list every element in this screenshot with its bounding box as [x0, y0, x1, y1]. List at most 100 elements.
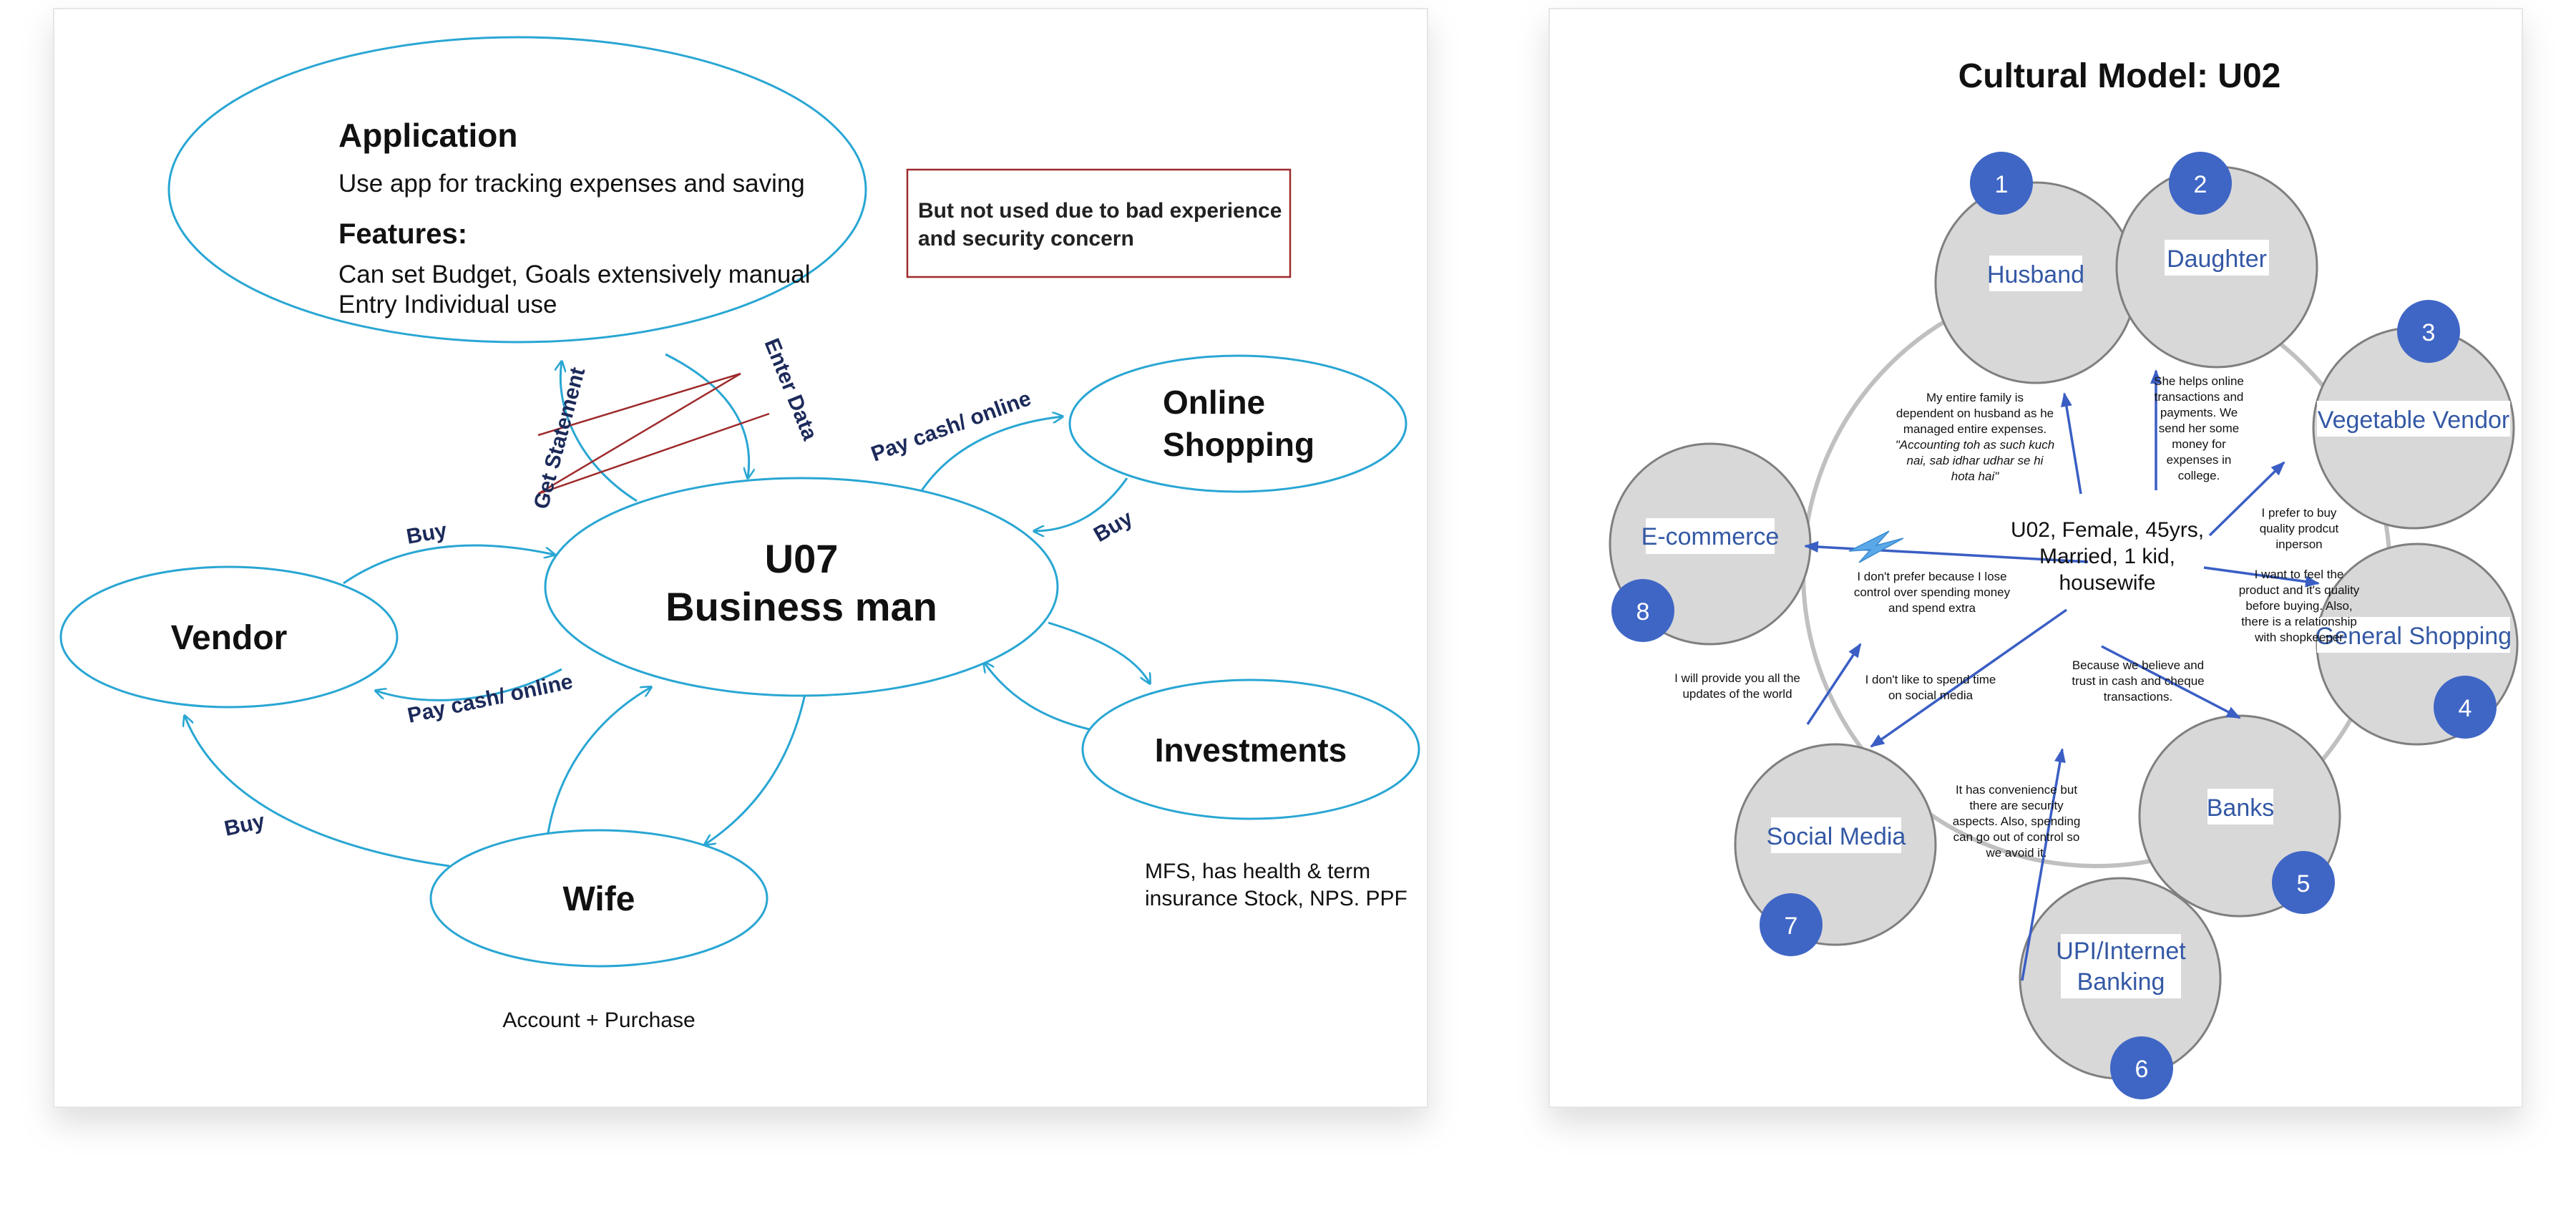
note-line2: and security concern — [918, 227, 1134, 251]
note-ecommerce: I don't prefer because I lose control ov… — [1854, 570, 2011, 615]
vegetable-vendor-label: Vegetable Vendor — [2318, 407, 2509, 434]
banks-label: Banks — [2207, 794, 2275, 822]
edge-from-investments — [984, 662, 1093, 731]
arrow-ecommerce — [1804, 541, 2089, 563]
edge-vendor-buy — [343, 544, 555, 585]
note-vegetable: I prefer to buy quality prodcut inperson — [2260, 506, 2339, 551]
vendor-node: Vendor — [59, 565, 399, 709]
center-node: U07 Business man — [544, 477, 1059, 697]
investments-label: Investments — [1155, 731, 1347, 769]
edge-get-statement — [560, 361, 638, 502]
online-label-line2: Shopping — [1163, 426, 1314, 463]
note-line1: But not used due to bad experience — [918, 199, 1282, 223]
note-upi-line: It has convenience but — [1956, 783, 2077, 797]
edge-wife-vendor — [185, 716, 450, 867]
upi-label-line1: UPI/Internet — [2056, 938, 2186, 965]
note-vegetable-line: I prefer to buy — [2262, 506, 2337, 520]
note-daughter-line: college. — [2178, 469, 2220, 482]
cultural-title: Cultural Model: U02 — [1958, 57, 2281, 95]
features-line1: Can set Budget, Goals extensively manual — [338, 261, 811, 288]
note-general-line: there is a relationship — [2241, 615, 2357, 628]
investments-note-line2: insurance Stock, NPS. PPF — [1145, 887, 1407, 910]
badge-8: 8 — [1636, 598, 1650, 626]
note-daughter-line: send her some — [2159, 422, 2239, 435]
center-line1: U07 — [765, 536, 839, 581]
wife-node: Wife — [429, 829, 769, 968]
note-social-self-line: I don't like to spend time — [1865, 673, 1996, 686]
note-general: I want to feel the product and it's qual… — [2239, 568, 2360, 644]
badge-7: 7 — [1785, 913, 1798, 940]
note-vegetable-line: inperson — [2275, 538, 2322, 551]
edge-to-wife — [705, 694, 806, 845]
arrow-general — [2203, 566, 2320, 588]
u02-line3: housewife — [2059, 571, 2155, 595]
badge-5: 5 — [2297, 870, 2311, 898]
lightning-icon — [1848, 530, 1904, 563]
wife-note: Account + Purchase — [502, 1008, 695, 1032]
note-social-node-line: I will provide you all the — [1674, 671, 1800, 685]
arrow-vegetable — [2208, 461, 2285, 537]
note-upi-line: can go out of control so — [1953, 830, 2080, 844]
upi-label-line2: Banking — [2077, 968, 2165, 996]
note-upi-line: we avoid it. — [1985, 846, 2046, 860]
arrow-banks — [2101, 645, 2241, 719]
ecommerce-label: E-commerce — [1641, 523, 1780, 550]
u02-line1: U02, Female, 45yrs, — [2011, 518, 2204, 542]
note-banks-line: Because we believe and — [2072, 658, 2204, 672]
left-notes: MFS, has health & term insurance Stock, … — [502, 860, 1407, 1032]
note-box: But not used due to bad experience and s… — [906, 168, 1292, 278]
badge-1: 1 — [1995, 171, 2009, 198]
general-shopping-label: General Shopping — [2316, 623, 2512, 650]
application-title: Application — [338, 117, 517, 154]
husband-label: Husband — [1987, 261, 2084, 288]
right-arrows — [1804, 369, 2320, 981]
note-social-self-line: on social media — [1888, 689, 1974, 702]
application-line1: Use app for tracking expenses and saving — [338, 170, 805, 198]
red-scribble — [537, 372, 770, 495]
u02-line2: Married, 1 kid, — [2039, 545, 2175, 568]
note-banks-line: transactions. — [2104, 690, 2172, 704]
right-center: U02, Female, 45yrs, Married, 1 kid, hous… — [2011, 518, 2204, 595]
investments-node: Investments — [1081, 679, 1420, 820]
edge-wife-up — [546, 687, 651, 838]
note-daughter-line: payments. We — [2160, 406, 2238, 419]
note-banks: Because we believe and trust in cash and… — [2072, 658, 2204, 704]
note-social-node-line: updates of the world — [1682, 687, 1792, 701]
note-ecommerce-line: and spend extra — [1888, 601, 1976, 615]
note-ecommerce-line: I don't prefer because I lose — [1857, 570, 2006, 583]
arrow-social-up — [1806, 643, 1862, 725]
number-badges: 1 2 3 4 5 6 7 8 — [1611, 152, 2497, 1099]
features-line2: Entry Individual use — [338, 291, 557, 318]
arrow-husband — [2061, 392, 2082, 495]
application-node: Application Use app for tracking expense… — [167, 36, 867, 344]
left-edges — [185, 353, 1150, 867]
edge-enter-data — [665, 353, 749, 478]
note-husband-line: "Accounting toh as such kuch — [1896, 438, 2054, 452]
note-ecommerce-line: control over spending money — [1854, 585, 2011, 599]
badge-4: 4 — [2459, 695, 2472, 722]
note-daughter-line: She helps online — [2154, 374, 2244, 388]
features-title: Features: — [338, 218, 467, 250]
note-husband-line: My entire family is — [1926, 391, 2024, 404]
investments-note-line1: MFS, has health & term — [1145, 860, 1370, 883]
note-general-line: before buying. Also, — [2245, 599, 2352, 613]
note-daughter: She helps online transactions and paymen… — [2154, 374, 2244, 482]
note-husband-line: managed entire expenses. — [1903, 422, 2046, 436]
edge-buy-online — [1034, 477, 1128, 531]
edge-pay-vendor — [376, 668, 562, 701]
daughter-label: Daughter — [2167, 245, 2267, 273]
note-husband: My entire family is dependent on husband… — [1896, 391, 2054, 483]
node-labels: Husband Daughter Vegetable Vendor Genera… — [1641, 240, 2512, 998]
application-ellipse — [167, 36, 867, 344]
note-daughter-line: money for — [2172, 437, 2226, 451]
online-shopping-node: Online Shopping — [1068, 354, 1407, 493]
note-husband-line: hota hai" — [1951, 470, 1999, 483]
vendor-label: Vendor — [171, 619, 288, 657]
badge-6: 6 — [2135, 1056, 2149, 1083]
note-vegetable-line: quality prodcut — [2260, 522, 2339, 535]
online-label-line1: Online — [1163, 384, 1265, 421]
note-daughter-line: expenses in — [2167, 453, 2232, 467]
arrow-social — [1870, 608, 2068, 748]
center-line2: Business man — [665, 584, 937, 629]
